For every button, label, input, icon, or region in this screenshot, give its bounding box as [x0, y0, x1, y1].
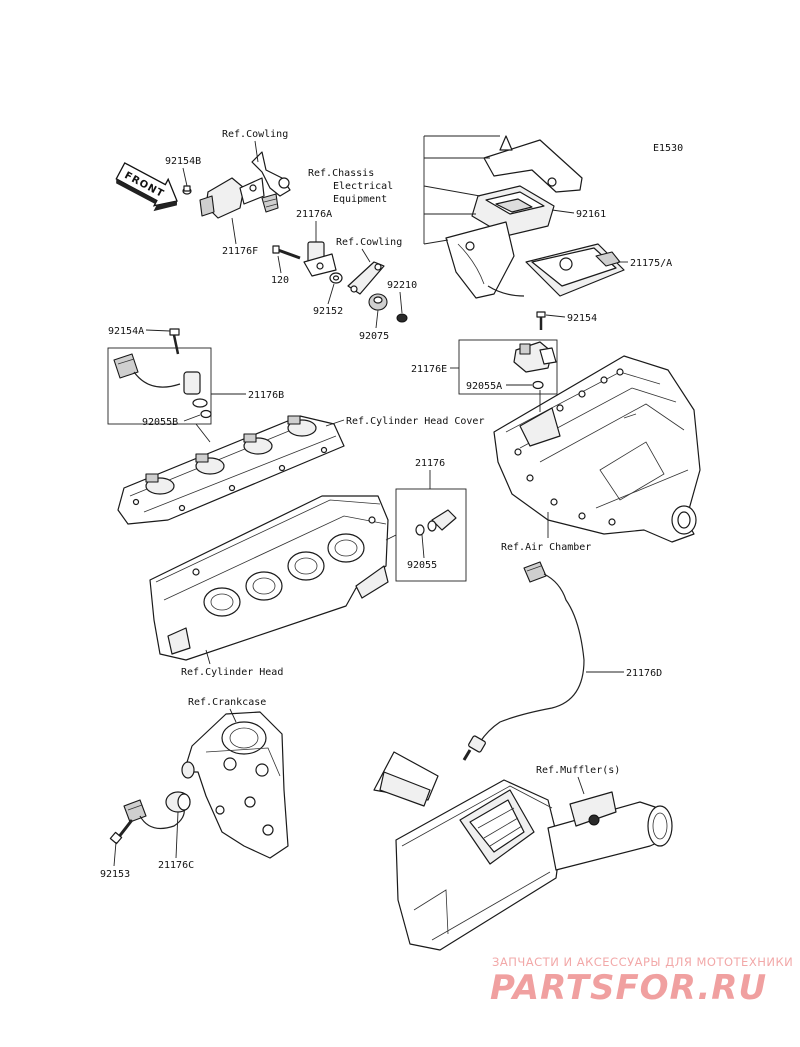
bolt-92153 [109, 819, 134, 845]
label-92210: 92210 [387, 280, 417, 291]
leader-92153 [113, 841, 117, 867]
bolt-92154B [182, 185, 192, 195]
label-ref-chassis-2: Electrical [333, 181, 393, 192]
label-ref-cowling-1: Ref.Cowling [222, 129, 288, 140]
label-ref-cylinder-head-cover: Ref.Cylinder Head Cover [346, 416, 484, 427]
label-120: 120 [271, 275, 289, 286]
label-92055: 92055 [407, 560, 437, 571]
nut-92210 [396, 313, 408, 323]
oring-92055 [415, 524, 425, 536]
label-21176A: 21176A [296, 209, 332, 220]
leader-92154 [545, 314, 566, 318]
label-ref-cylinder-head: Ref.Cylinder Head [181, 667, 283, 678]
leader-92161 [551, 209, 575, 214]
grommet-92075 [368, 293, 388, 311]
bracket-92152 [347, 261, 385, 295]
front-arrow-icon: FRONT [115, 162, 178, 212]
grommet-92152 [329, 272, 343, 284]
label-21176C: 21176C [158, 860, 194, 871]
bolt-120 [272, 245, 301, 260]
sensor-21176 [427, 509, 457, 532]
leader-92210 [399, 291, 403, 314]
bracket-lower [445, 221, 525, 299]
leader-21176F [231, 217, 237, 245]
watermark-tagline: ЗАПЧАСТИ И АКСЕССУАРЫ ДЛЯ МОТОТЕХНИКИ [492, 955, 793, 969]
bolt-92154 [536, 311, 546, 330]
label-92154: 92154 [567, 313, 597, 324]
box-21176E [458, 339, 558, 395]
label-21175A: 21175/A [630, 258, 672, 269]
label-92055B: 92055B [142, 417, 178, 428]
bolt-92154A [169, 328, 180, 355]
leader-21176-to-head [385, 534, 397, 541]
leader-ref-mufflers [577, 776, 585, 795]
leader-21176B-down [195, 423, 211, 443]
sensor-21176C [123, 791, 191, 829]
leader-ref-cowling-2 [361, 248, 371, 263]
label-21176D: 21176D [626, 668, 662, 679]
box-21176B [107, 347, 212, 425]
label-21176B: 21176B [248, 390, 284, 401]
diagram-code: E1530 [653, 143, 683, 154]
oring-92055B [200, 409, 212, 419]
label-ref-chassis-3: Equipment [333, 194, 387, 205]
label-ref-chassis-1: Ref.Chassis [308, 168, 374, 179]
leader-21176C [175, 811, 179, 859]
leader-ref-cowling-1 [254, 140, 259, 163]
leader-92055 [421, 534, 425, 559]
oring-92055A [532, 380, 544, 390]
sensor-21176E [513, 341, 557, 373]
sensor-21176B [113, 353, 208, 408]
label-ref-mufflers: Ref.Muffler(s) [536, 765, 620, 776]
muffler [373, 751, 673, 951]
sensor-21176A [303, 241, 337, 277]
leader-92154B [182, 167, 188, 187]
air-chamber [493, 355, 701, 543]
label-92154A: 92154A [108, 326, 144, 337]
label-92154B: 92154B [165, 156, 201, 167]
label-92075: 92075 [359, 331, 389, 342]
ecu-92161 [471, 185, 555, 237]
crankcase [181, 711, 289, 859]
label-ref-cowling-2: Ref.Cowling [336, 237, 402, 248]
label-21176E: 21176E [411, 364, 447, 375]
label-92152: 92152 [313, 306, 343, 317]
ecu-21175A [525, 243, 625, 297]
cylinder-head [149, 495, 389, 661]
leader-ref-crankcase [229, 708, 237, 723]
bracket-chassis [483, 135, 583, 193]
label-92055A: 92055A [466, 381, 502, 392]
label-92153: 92153 [100, 869, 130, 880]
leader-92154A [145, 329, 171, 332]
sensor-21176D [462, 561, 585, 761]
watermark-logo: PARTSFOR.RU [490, 968, 767, 1008]
leader-92075 [375, 309, 379, 329]
label-21176: 21176 [415, 458, 445, 469]
leader-120 [277, 255, 282, 274]
leader-ref-cylinder-head [205, 649, 211, 665]
sensor-21176F [199, 151, 291, 219]
label-ref-air-chamber: Ref.Air Chamber [501, 542, 591, 553]
leader-ref-cylinder-head-cover [325, 419, 345, 427]
leader-92152 [327, 283, 335, 305]
label-21176F: 21176F [222, 246, 258, 257]
label-ref-crankcase: Ref.Crankcase [188, 697, 266, 708]
cylinder-head-cover [117, 415, 345, 525]
leader-92055B [183, 414, 201, 422]
label-92161: 92161 [576, 209, 606, 220]
